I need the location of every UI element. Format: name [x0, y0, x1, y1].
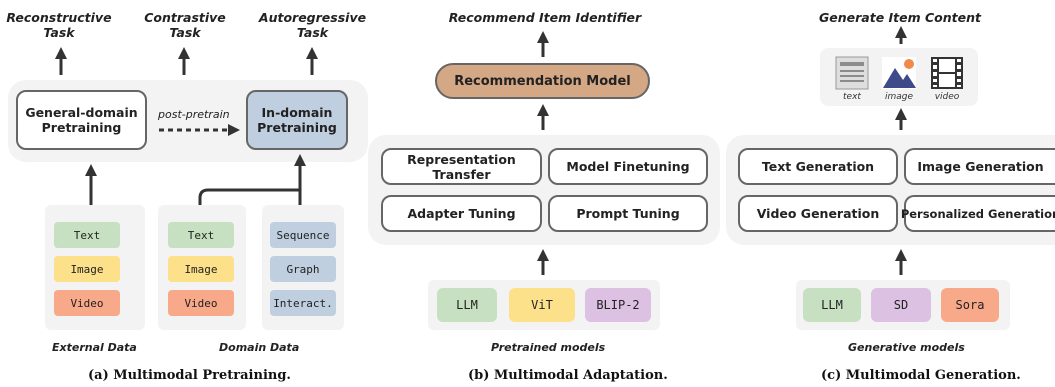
caption-a: (a) Multimodal Pretraining.: [88, 368, 291, 383]
llm-pill-c: LLM: [803, 288, 861, 322]
generative-models-label: Generative models: [848, 341, 965, 354]
sora-pill: Sora: [941, 288, 999, 322]
blip2-pill: BLIP-2: [585, 288, 651, 322]
video-generation-box: Video Generation: [738, 195, 898, 232]
content-image-label: image: [884, 92, 914, 102]
domain-interact-pill: Interact.: [270, 290, 336, 316]
vit-pill: ViT: [509, 288, 575, 322]
caption-b: (b) Multimodal Adaptation.: [468, 368, 668, 383]
image-picture-icon: [881, 56, 917, 90]
domain-image-pill: Image: [168, 256, 234, 282]
representation-transfer-box: Representation Transfer: [381, 148, 542, 185]
text-generation-box: Text Generation: [738, 148, 898, 185]
personalized-generation-box: Personalized Generation: [901, 195, 1055, 232]
text-document-icon: [835, 56, 869, 90]
general-domain-pretraining-box: General-domain Pretraining: [16, 90, 147, 150]
domain-sequence-pill: Sequence: [270, 222, 336, 248]
recommend-item-identifier-label: Recommend Item Identifier: [448, 10, 642, 25]
post-pretrain-label: post-pretrain: [158, 108, 230, 121]
pretrained-models-label: Pretrained models: [491, 341, 606, 354]
task-reconstructive: Reconstructive Task: [6, 10, 112, 40]
domain-text-pill: Text: [168, 222, 234, 248]
content-video-label: video: [934, 92, 960, 102]
external-image-pill: Image: [54, 256, 120, 282]
external-data-label: External Data: [52, 341, 137, 354]
task-contrastive: Contrastive Task: [144, 10, 226, 40]
domain-data-connector: [198, 188, 300, 205]
video-film-icon: [930, 56, 964, 90]
llm-pill-b: LLM: [437, 288, 497, 322]
recommendation-model-box: Recommendation Model: [435, 63, 650, 99]
image-generation-box: Image Generation: [904, 148, 1055, 185]
adapter-tuning-box: Adapter Tuning: [381, 195, 542, 232]
external-text-pill: Text: [54, 222, 120, 248]
domain-video-pill: Video: [168, 290, 234, 316]
caption-c: (c) Multimodal Generation.: [821, 368, 1021, 383]
content-text-label: text: [843, 92, 861, 102]
in-domain-pretraining-box: In-domain Pretraining: [246, 90, 348, 150]
task-autoregressive: Autoregressive Task: [258, 10, 367, 40]
domain-data-label: Domain Data: [219, 341, 300, 354]
sd-pill: SD: [871, 288, 931, 322]
external-video-pill: Video: [54, 290, 120, 316]
domain-graph-pill: Graph: [270, 256, 336, 282]
prompt-tuning-box: Prompt Tuning: [548, 195, 708, 232]
model-finetuning-box: Model Finetuning: [548, 148, 708, 185]
generate-item-content-label: Generate Item Content: [819, 10, 981, 25]
